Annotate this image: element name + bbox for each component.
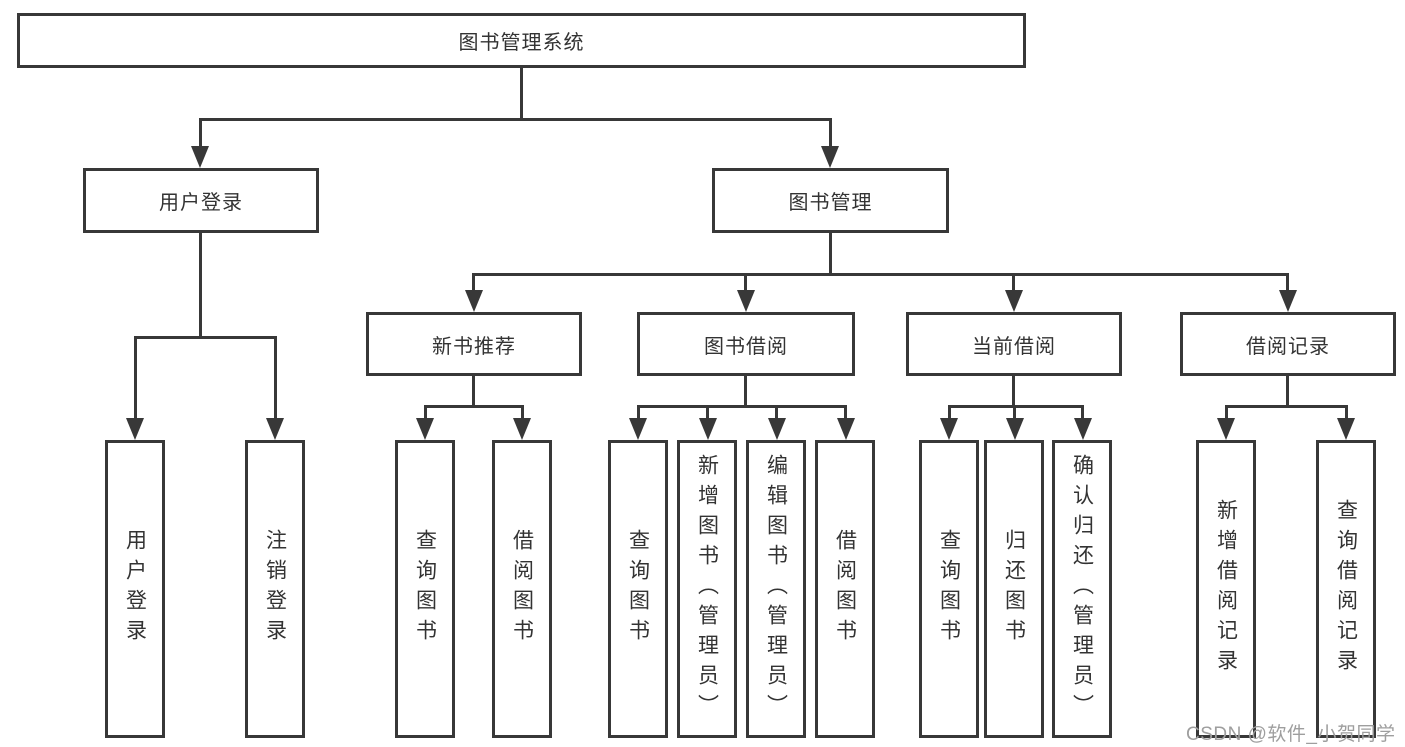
connector-book-management-drop <box>829 118 832 151</box>
connector-leaf-drop <box>948 405 951 422</box>
arrowhead <box>940 418 958 440</box>
connector-leaf-drop <box>521 405 524 422</box>
leaf-return-books: 归还图书 <box>984 440 1044 738</box>
connector-section-split <box>424 405 523 408</box>
connector-book-management-stem <box>829 233 832 276</box>
node-user-login: 用户登录 <box>83 168 319 233</box>
connector-section-stem <box>1286 376 1289 408</box>
connector-leaf-drop <box>1081 405 1084 422</box>
node-library-management-system: 图书管理系统 <box>17 13 1026 68</box>
connector-leaf-drop <box>1345 405 1348 422</box>
connector-leaf-drop <box>1225 405 1228 422</box>
arrowhead <box>1217 418 1235 440</box>
arrowhead <box>416 418 434 440</box>
arrowhead <box>266 418 284 440</box>
connector-section-stem <box>472 376 475 408</box>
arrowhead <box>837 418 855 440</box>
connector-user-login-drop <box>199 118 202 151</box>
connector-section-stem <box>744 376 747 408</box>
leaf-query-books-recommend: 查询图书 <box>395 440 455 738</box>
leaf-add-borrow-record: 新增借阅记录 <box>1196 440 1256 738</box>
connector-section-drop <box>1286 273 1289 295</box>
csdn-watermark: CSDN @软件_小贺同学 <box>1186 724 1396 745</box>
connector-section-drop <box>472 273 475 295</box>
node-borrowing-records: 借阅记录 <box>1180 312 1396 376</box>
arrowhead <box>126 418 144 440</box>
arrowhead <box>1279 290 1297 312</box>
leaf-edit-books-admin: 编辑图书（管理员） <box>746 440 806 738</box>
connector-leaf-drop <box>1013 405 1016 422</box>
connector-leaf-drop <box>274 336 277 422</box>
connector-leaf-drop <box>844 405 847 422</box>
connector-leaf-drop <box>706 405 709 422</box>
arrowhead <box>1074 418 1092 440</box>
connector-leaf-drop <box>424 405 427 422</box>
leaf-confirm-return-admin: 确认归还（管理员） <box>1052 440 1112 738</box>
connector-user-login-stem <box>199 233 202 339</box>
connector-leaf-drop <box>134 336 137 422</box>
arrowhead <box>191 146 209 168</box>
leaf-query-books-current: 查询图书 <box>919 440 979 738</box>
node-book-management: 图书管理 <box>712 168 949 233</box>
connector-section-split <box>948 405 1084 408</box>
connector-book-management-split <box>473 273 1289 276</box>
connector-leaf-drop <box>775 405 778 422</box>
arrowhead <box>768 418 786 440</box>
connector-leaf-drop <box>637 405 640 422</box>
arrowhead <box>1006 418 1024 440</box>
leaf-borrow-books-recommend: 借阅图书 <box>492 440 552 738</box>
leaf-logout: 注销登录 <box>245 440 305 738</box>
node-book-borrowing: 图书借阅 <box>637 312 855 376</box>
arrowhead <box>737 290 755 312</box>
arrowhead <box>465 290 483 312</box>
leaf-add-books-admin: 新增图书（管理员） <box>677 440 737 738</box>
arrowhead <box>699 418 717 440</box>
connector-section-split <box>1225 405 1347 408</box>
arrowhead <box>821 146 839 168</box>
connector-section-stem <box>1012 376 1015 408</box>
arrowhead <box>1337 418 1355 440</box>
arrowhead <box>513 418 531 440</box>
connector-root-split <box>199 118 832 121</box>
node-new-book-recommendation: 新书推荐 <box>366 312 582 376</box>
arrowhead <box>1005 290 1023 312</box>
leaf-query-borrow-record: 查询借阅记录 <box>1316 440 1376 738</box>
connector-section-drop <box>744 273 747 295</box>
connector-section-split <box>637 405 847 408</box>
connector-root-stem <box>520 68 523 121</box>
connector-section-drop <box>1012 273 1015 295</box>
connector-user-login-split <box>134 336 277 339</box>
arrowhead <box>629 418 647 440</box>
leaf-query-books-borrowing: 查询图书 <box>608 440 668 738</box>
node-current-borrowing: 当前借阅 <box>906 312 1122 376</box>
leaf-user-login: 用户登录 <box>105 440 165 738</box>
leaf-borrow-books-borrowing: 借阅图书 <box>815 440 875 738</box>
